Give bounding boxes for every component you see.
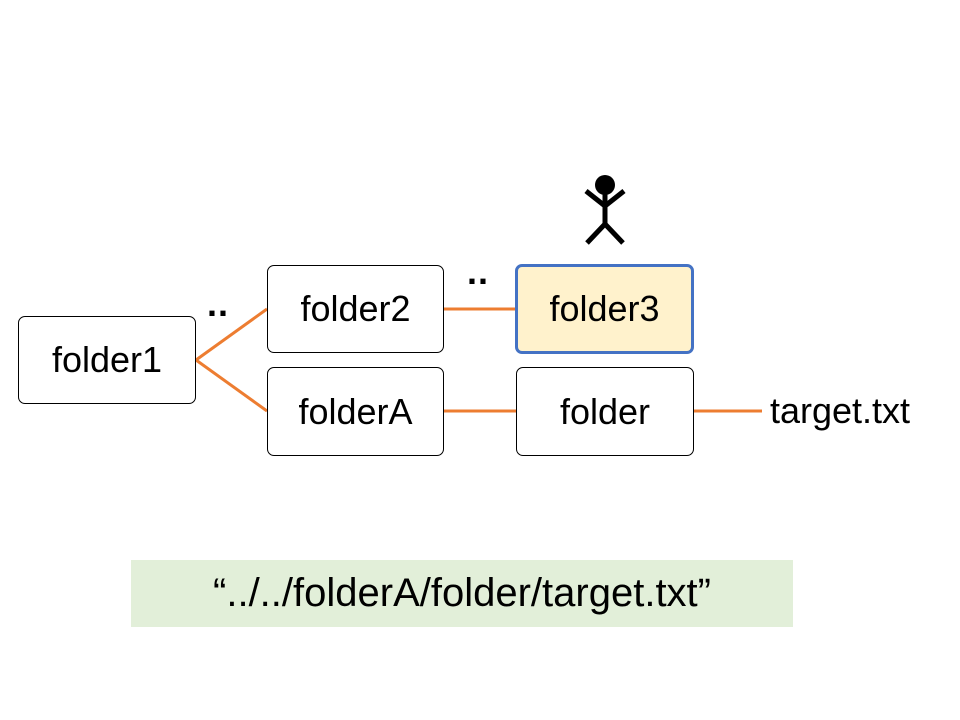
node-folderA: folderA (267, 367, 444, 456)
node-folder1: folder1 (18, 316, 196, 404)
node-folder3-current: folder3 (515, 264, 694, 354)
parent-marker-folder1-folder2: .. (207, 283, 230, 324)
parent-marker-folder2-folder3: .. (467, 251, 490, 292)
node-target-file: target.txt (770, 390, 911, 431)
person-icon (584, 175, 626, 245)
edge-folder1-folder2 (195, 307, 268, 362)
edge-folder1-folderA (195, 358, 268, 413)
relative-path-text: “../../folderA/folder/target.txt” (213, 571, 711, 615)
relative-path-banner: “../../folderA/folder/target.txt” (131, 560, 793, 627)
node-folder2: folder2 (267, 265, 444, 353)
node-folder: folder (516, 367, 694, 456)
